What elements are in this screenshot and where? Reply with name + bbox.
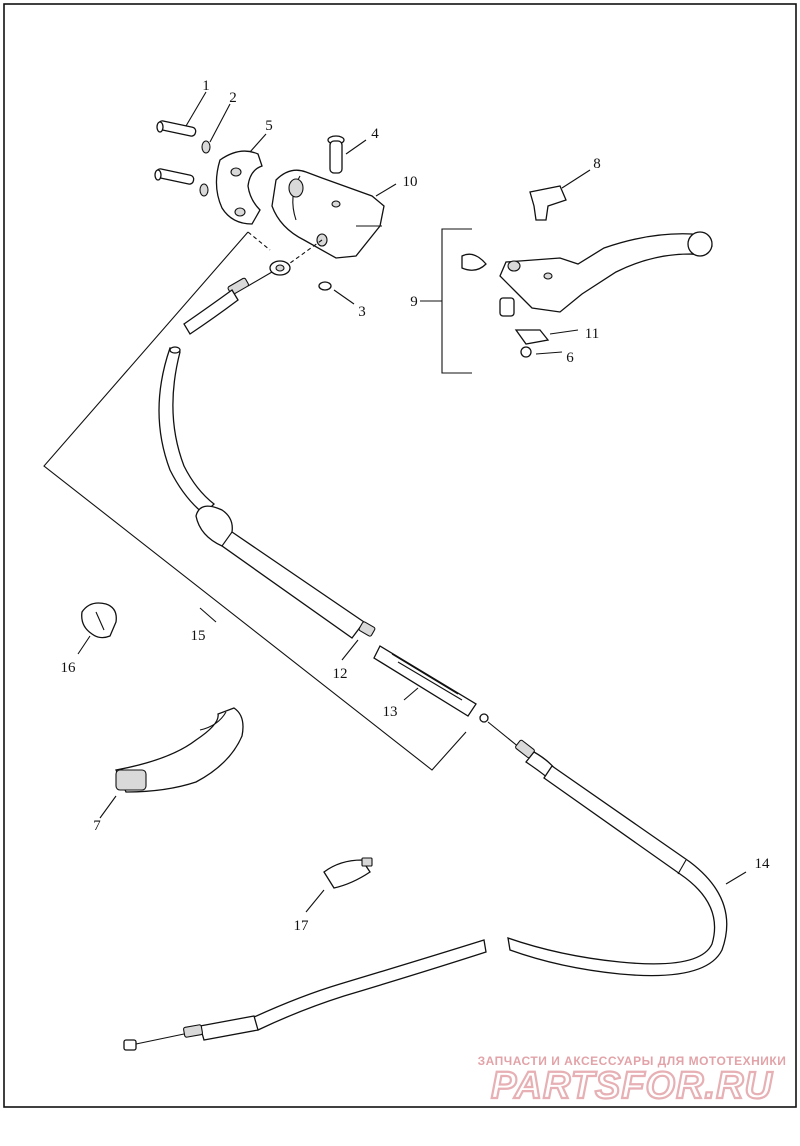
callout-17: 17	[294, 918, 310, 934]
watermark-tagline: ЗАПЧАСТИ И АКСЕССУАРЫ ДЛЯ МОТОТЕХНИКИ	[478, 1054, 787, 1068]
part-15-cable-assembly	[158, 346, 365, 639]
callout-7: 7	[93, 818, 101, 834]
callout-4: 4	[371, 126, 379, 142]
part-8-cap	[529, 185, 567, 221]
part-2-washers	[199, 140, 211, 197]
part-13-adjuster	[373, 645, 477, 717]
part-17-strap-clip	[323, 859, 371, 889]
callout-11: 11	[585, 326, 599, 342]
part-9-lever-assembly	[461, 231, 713, 358]
part-7-cable-guide	[115, 707, 244, 793]
part-12-nut	[358, 621, 376, 637]
assembly-9-bracket	[441, 228, 472, 374]
callout-16: 16	[61, 660, 77, 676]
callout-6: 6	[566, 350, 574, 366]
diagram-frame	[3, 3, 797, 1108]
callout-5: 5	[265, 118, 273, 134]
callout-10: 10	[403, 174, 418, 190]
callout-2: 2	[229, 90, 237, 106]
part-16-cable-clip	[81, 602, 117, 639]
callout-13: 13	[383, 704, 398, 720]
part-3-retaining-ring	[318, 281, 332, 291]
callout-8: 8	[593, 156, 601, 172]
callout-1: 1	[202, 78, 210, 94]
watermark-logo: PARTSFOR.RU	[491, 1065, 773, 1107]
part-1-pins	[154, 120, 197, 185]
part-4-pivot-pin	[327, 135, 345, 174]
callout-3: 3	[358, 304, 366, 320]
part-14-clutch-cable	[123, 713, 728, 1051]
assembly-15-bracket	[43, 231, 467, 771]
part-10-bracket-housing	[271, 169, 385, 259]
part-5-clamp	[215, 150, 263, 225]
callout-15: 15	[191, 628, 206, 644]
callout-9: 9	[410, 294, 418, 310]
cable-upper-end	[183, 239, 323, 335]
callout-14: 14	[755, 856, 771, 872]
leader-lines	[77, 91, 747, 913]
callout-12: 12	[333, 666, 348, 682]
